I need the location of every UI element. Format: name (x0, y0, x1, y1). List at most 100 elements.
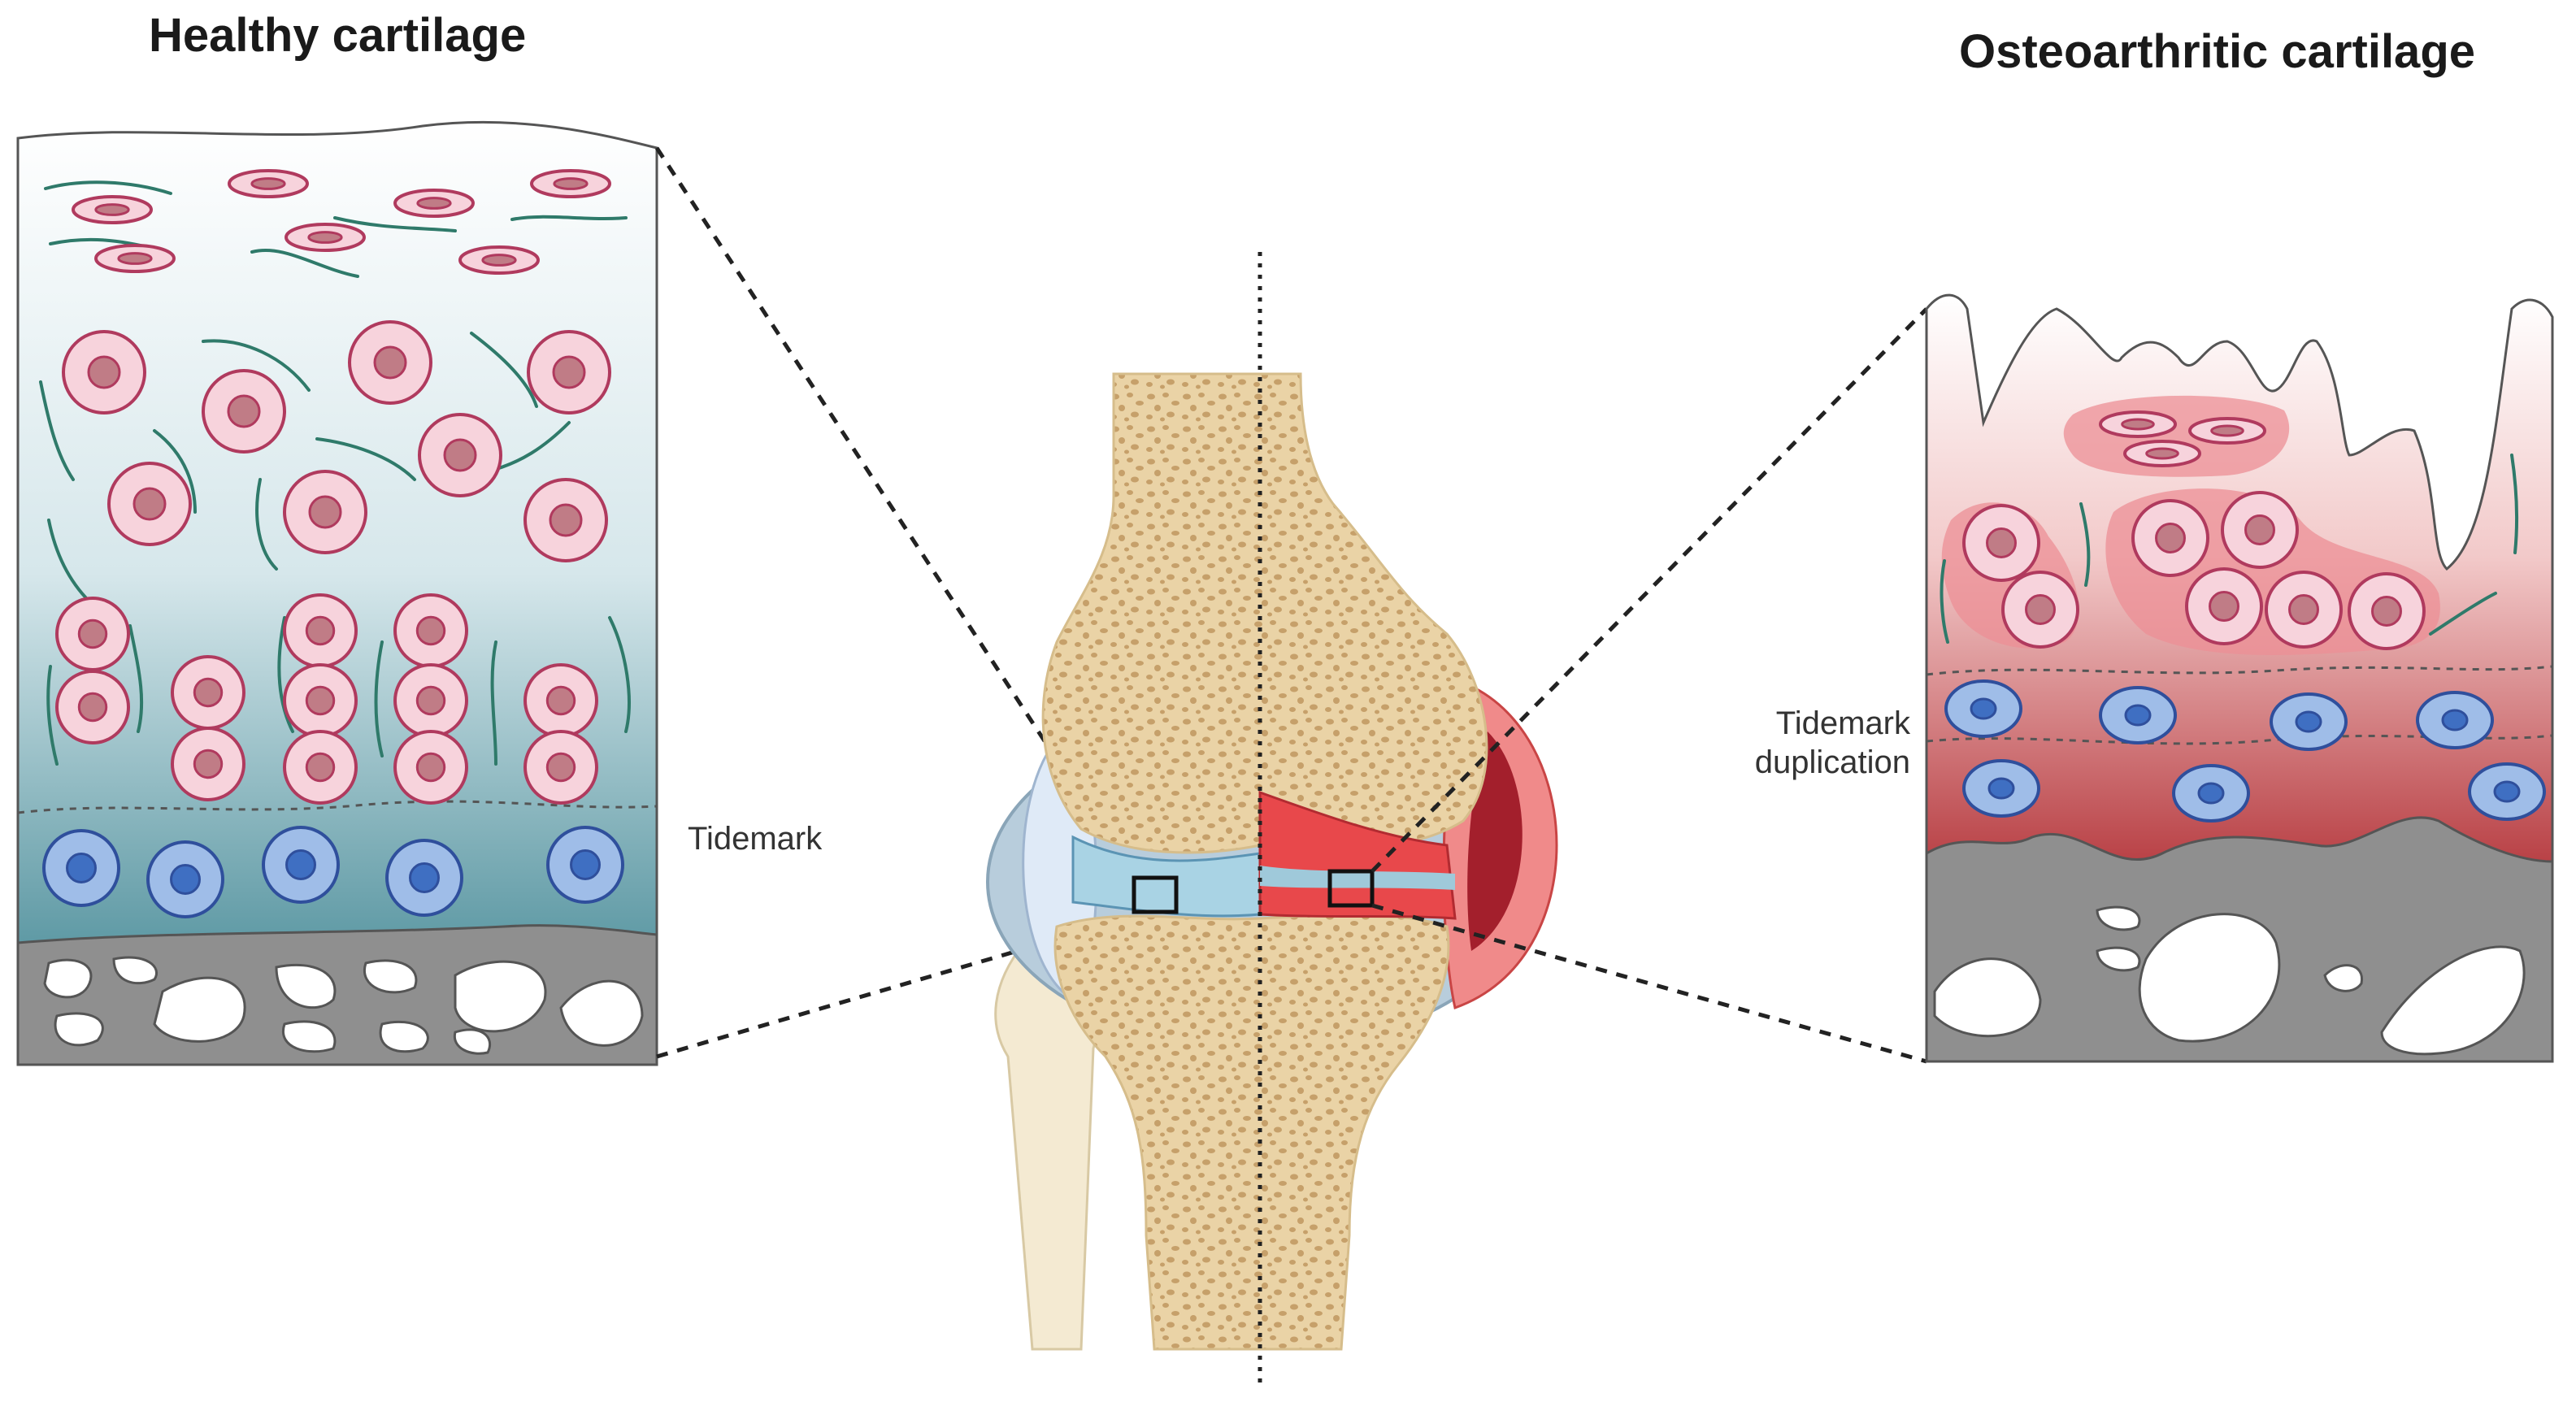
cell-nucleus (2210, 424, 2244, 437)
collagen-fiber (608, 616, 631, 733)
knee-joint (986, 252, 1558, 1390)
cell-nucleus (545, 685, 576, 716)
cell-nucleus (549, 503, 583, 537)
cell-nucleus (2244, 514, 2275, 545)
collagen-fiber (202, 339, 311, 392)
bone-pore (275, 963, 337, 1009)
healthy-subchondral-bone (16, 924, 658, 1066)
cell-nucleus (305, 685, 336, 716)
collagen-fiber (39, 380, 75, 481)
cell-nucleus (1970, 697, 1997, 720)
cell-nucleus (87, 355, 121, 389)
bone-pore (43, 958, 93, 999)
tidemark-duplication-label: Tidemark duplication (1754, 705, 1910, 780)
bone-pore (2096, 905, 2141, 931)
zoom-box-healthy (1132, 875, 1179, 914)
collagen-fiber (153, 429, 197, 514)
cell-nucleus (2493, 780, 2521, 803)
collagen-fiber (255, 478, 278, 571)
collagen-fiber (44, 180, 172, 195)
bone-pore (1933, 957, 2042, 1038)
cell-nucleus (2209, 591, 2239, 622)
cell-nucleus (285, 849, 316, 880)
collagen-fiber (315, 437, 416, 481)
cell-nucleus (481, 254, 517, 267)
cell-nucleus (308, 495, 342, 529)
cell-nucleus (443, 438, 477, 472)
cell-nucleus (305, 752, 336, 783)
oa-tidemark-line-1 (1926, 665, 2553, 676)
cell-nucleus (66, 853, 97, 883)
cell-nucleus (193, 677, 224, 708)
cell-nucleus (2371, 596, 2402, 627)
healthy-cartilage-panel (16, 120, 658, 1066)
bone-pore (2380, 945, 2526, 1056)
cell-nucleus (77, 692, 108, 723)
oa-chondrocytes (1944, 410, 2546, 823)
healthy-chondrocytes (42, 169, 624, 918)
cell-nucleus (409, 862, 440, 893)
cell-nucleus (570, 849, 601, 880)
cell-nucleus (553, 177, 589, 190)
healthy-cartilage-title: Healthy cartilage (149, 9, 527, 62)
bone-pore (281, 1020, 337, 1053)
collagen-fiber (277, 616, 294, 733)
cell-nucleus (2124, 704, 2152, 727)
collagen-fiber (250, 249, 359, 278)
cell-nucleus (2025, 594, 2056, 625)
bone-pore (363, 959, 418, 994)
collagen-fiber (128, 624, 144, 733)
cell-nucleus (193, 749, 224, 779)
oa-cartilage-panel (1925, 293, 2554, 1063)
collagen-fiber (2429, 592, 2497, 636)
oa-cartilage-thin (1260, 866, 1455, 890)
cell-nucleus (552, 355, 586, 389)
bone-pore (2096, 946, 2141, 972)
collagen-fiber (510, 215, 628, 221)
femur-bone (1041, 372, 1488, 854)
bone-pore (2138, 913, 2281, 1043)
cell-nucleus (416, 197, 452, 210)
healthy-bone-pores (43, 956, 644, 1055)
bone-pore (153, 976, 246, 1043)
zoom-box-oa (1327, 869, 1375, 908)
tibia-bone (1053, 914, 1450, 1351)
cell-nucleus (2288, 594, 2319, 625)
collagen-fiber (46, 665, 59, 766)
cell-nucleus (415, 685, 446, 716)
collagen-fiber (2510, 454, 2519, 554)
oa-cartilage-title: Osteoarthritic cartilage (1959, 25, 2475, 78)
collagen-fiber (47, 519, 91, 603)
bone-pore (379, 1020, 429, 1053)
cell-nucleus (94, 203, 130, 216)
bone-pore (559, 979, 644, 1047)
collagen-fiber (470, 332, 538, 408)
cell-nucleus (170, 864, 201, 895)
bone-pore (453, 1028, 491, 1055)
cell-nucleus (2145, 447, 2179, 460)
cell-nucleus (2295, 710, 2322, 733)
bone-pore (2323, 964, 2363, 992)
collagen-fiber (1940, 559, 1949, 644)
cell-nucleus (373, 345, 407, 380)
cell-nucleus (545, 752, 576, 783)
bone-pore (112, 956, 158, 985)
collagen-fiber (374, 640, 384, 757)
collagen-fiber (2079, 502, 2091, 587)
bone-pore (454, 960, 547, 1033)
cell-nucleus (250, 177, 286, 190)
cell-nucleus (227, 394, 261, 428)
cell-nucleus (307, 231, 343, 244)
cell-nucleus (1987, 777, 2015, 800)
cell-nucleus (132, 487, 167, 521)
cell-nucleus (2197, 782, 2225, 805)
bone-pore (54, 1012, 104, 1047)
cell-nucleus (77, 619, 108, 649)
cell-nucleus (415, 752, 446, 783)
cell-nucleus (2155, 523, 2186, 553)
oa-bone-pores (1933, 905, 2526, 1056)
zoom-line-right-top (1371, 307, 1928, 873)
cell-nucleus (305, 615, 336, 646)
